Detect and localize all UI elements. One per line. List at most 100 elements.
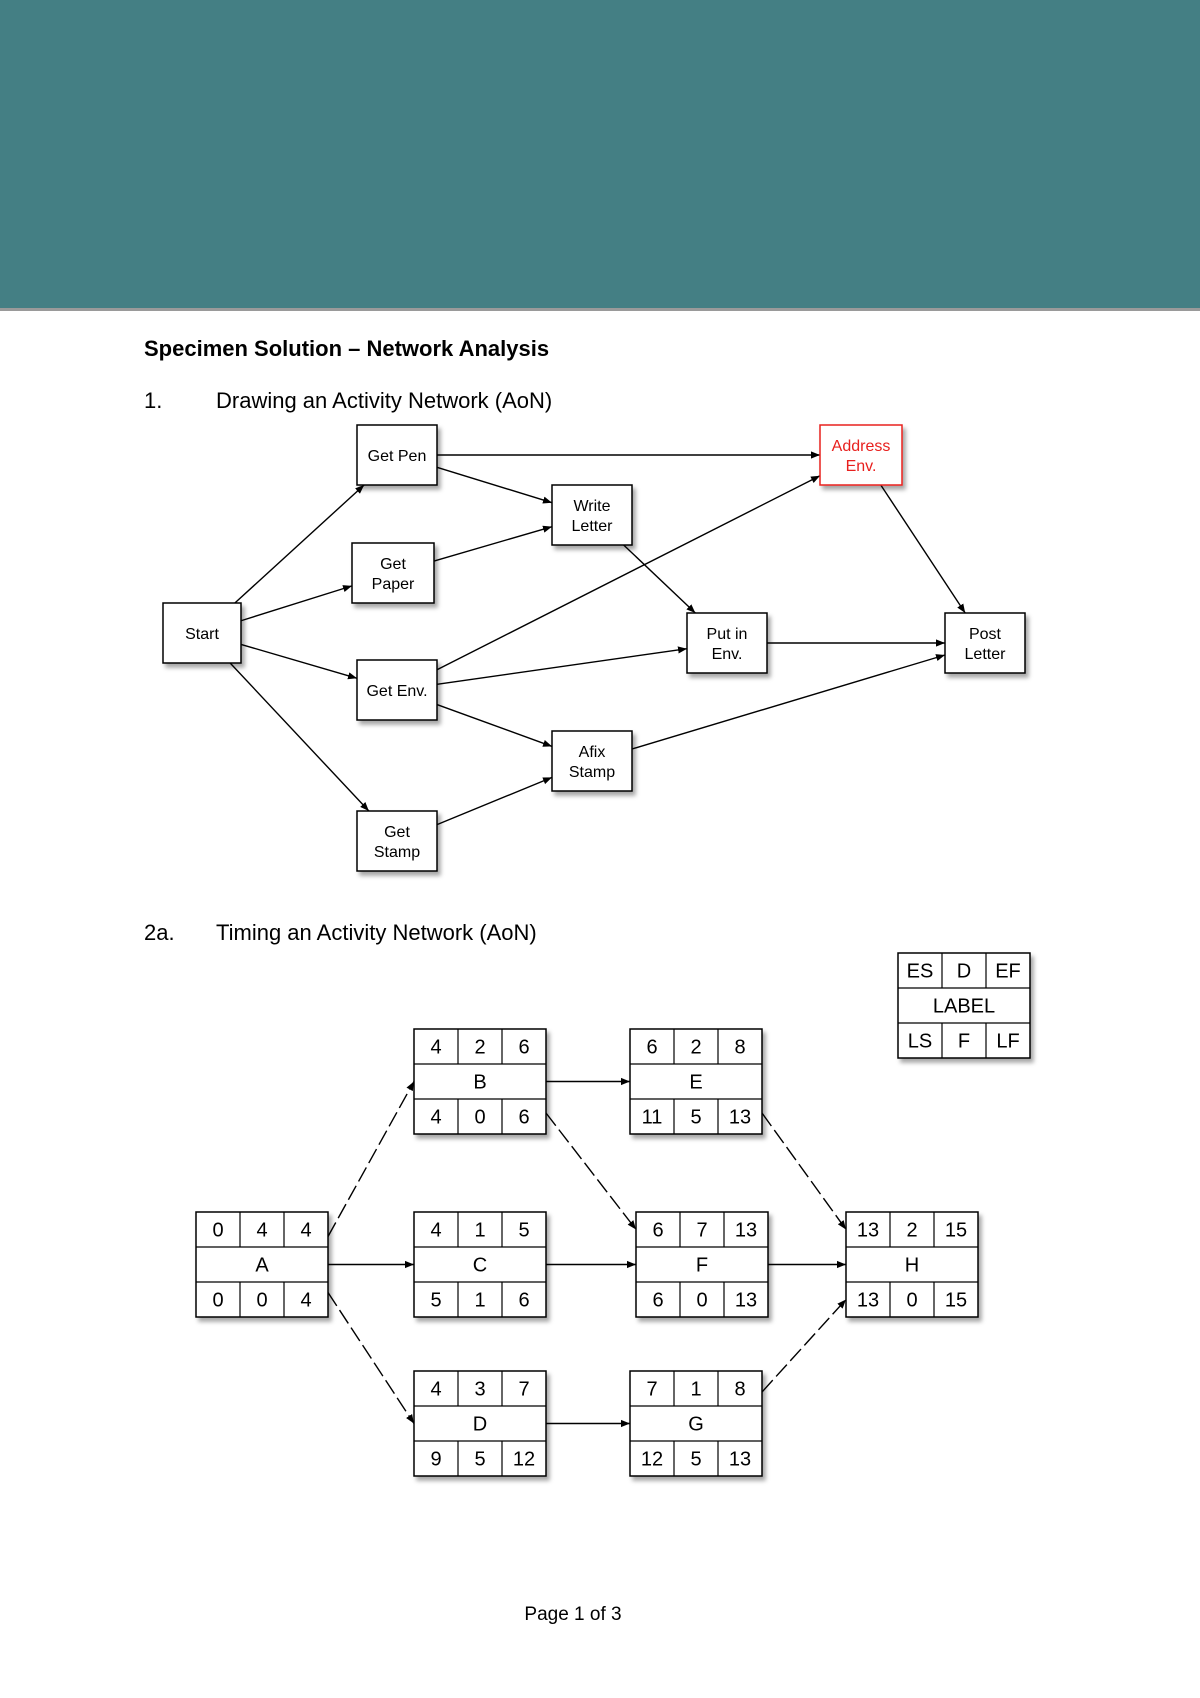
activity-label: Letter: [572, 518, 614, 535]
timing-ef-value: 4: [300, 1220, 311, 1242]
timing-ls-value: 5: [430, 1290, 441, 1312]
timing-d-value: 3: [474, 1379, 485, 1401]
edge-start-to-get-env: [240, 643, 358, 680]
timing-label-value: C: [473, 1255, 487, 1277]
timing-label-value: A: [255, 1255, 269, 1277]
activity-node-put-in-env: Put in Env.: [686, 612, 768, 674]
timing-f-value: 0: [256, 1290, 267, 1312]
timing-lf-value: 15: [945, 1290, 967, 1312]
timing-ef-value: 8: [734, 1379, 745, 1401]
timing-edge-A-to-D: [327, 1292, 415, 1424]
edge-get-stamp-to-afix-stamp: [436, 776, 553, 826]
timing-lf-value: 6: [518, 1107, 529, 1129]
timing-lf-value: 6: [518, 1290, 529, 1312]
timing-d-value: 7: [696, 1220, 707, 1242]
edge-start-to-get-pen: [234, 484, 365, 604]
activity-label: Write: [573, 498, 610, 515]
page-footer: Page 1 of 3: [524, 1604, 622, 1625]
timing-es-value: 6: [652, 1220, 663, 1242]
activity-label: Env.: [712, 646, 743, 663]
timing-label-value: G: [688, 1414, 704, 1436]
timing-ls-value: LS: [908, 1031, 932, 1053]
timing-d-value: 2: [906, 1220, 917, 1242]
section2-title: Timing an Activity Network (AoN): [216, 920, 537, 945]
activity-box: [944, 612, 1026, 674]
edge-get-env-to-put-in-env: [436, 646, 688, 685]
timing-box-frame: [195, 1211, 329, 1318]
timing-edge-A-to-B: [327, 1081, 415, 1237]
timing-lf-value: 4: [300, 1290, 311, 1312]
timing-ef-value: 6: [518, 1037, 529, 1059]
timing-es-value: 13: [857, 1220, 879, 1242]
timing-ls-value: 13: [857, 1290, 879, 1312]
edge-get-env-to-address-env: [436, 475, 821, 671]
timing-f-value: 0: [474, 1107, 485, 1129]
timing-edge-E-to-H: [761, 1112, 847, 1230]
section2-number: 2a.: [144, 920, 175, 945]
timing-label-value: E: [689, 1072, 702, 1094]
activity-box: [819, 424, 903, 486]
timing-lf-value: 13: [729, 1107, 751, 1129]
activity-label: Paper: [372, 576, 415, 593]
activity-label: Stamp: [374, 844, 420, 861]
timing-ef-value: 15: [945, 1220, 967, 1242]
activity-label: Post: [969, 626, 1002, 643]
timing-box-frame: [413, 1028, 547, 1135]
edge-address-env-to-post-letter: [880, 484, 966, 614]
timing-es-value: 4: [430, 1220, 441, 1242]
timing-lf-value: 12: [513, 1449, 535, 1471]
timing-ls-value: 6: [652, 1290, 663, 1312]
timing-es-value: 6: [646, 1037, 657, 1059]
activity-node-get-pen: Get Pen: [356, 424, 438, 486]
timing-edge-B-to-F: [545, 1112, 637, 1230]
edge-get-env-to-afix-stamp: [436, 703, 553, 748]
timing-lf-value: 13: [735, 1290, 757, 1312]
edge-start-to-get-paper: [240, 585, 353, 622]
activity-box: [686, 612, 768, 674]
edge-get-paper-to-write-letter: [433, 525, 553, 562]
timing-ef-value: 13: [735, 1220, 757, 1242]
activity-box: [356, 424, 438, 486]
activity-label: Address: [832, 438, 891, 455]
timing-es-value: 4: [430, 1379, 441, 1401]
document-title: Specimen Solution – Network Analysis: [144, 336, 550, 361]
timing-box-frame: [629, 1370, 763, 1477]
timing-d-value: 1: [474, 1220, 485, 1242]
activity-node-get-env: Get Env.: [356, 659, 438, 721]
timing-f-value: F: [958, 1031, 970, 1053]
activity-node-start: Start: [162, 602, 242, 664]
activity-label: Put in: [707, 626, 748, 643]
timing-ef-value: 8: [734, 1037, 745, 1059]
timing-label-value: H: [905, 1255, 919, 1277]
timing-ls-value: 9: [430, 1449, 441, 1471]
timing-ef-value: 7: [518, 1379, 529, 1401]
header-rule: [0, 308, 1200, 311]
activity-label: Env.: [846, 458, 877, 475]
timing-label-value: B: [473, 1072, 486, 1094]
timing-box-frame: [897, 952, 1031, 1059]
header-band: [0, 0, 1200, 308]
activity-box: [551, 484, 633, 546]
activity-label: Start: [185, 626, 219, 643]
edge-afix-stamp-to-post-letter: [631, 654, 946, 750]
timing-es-value: 4: [430, 1037, 441, 1059]
activity-box: [356, 659, 438, 721]
timing-ls-value: 0: [212, 1290, 223, 1312]
activity-box: [351, 542, 435, 604]
timing-label-value: D: [473, 1414, 487, 1436]
activity-label: Get Env.: [366, 683, 427, 700]
timing-box-frame: [635, 1211, 769, 1318]
edge-get-pen-to-write-letter: [436, 466, 553, 504]
timing-f-value: 5: [690, 1107, 701, 1129]
timing-ef-value: 5: [518, 1220, 529, 1242]
